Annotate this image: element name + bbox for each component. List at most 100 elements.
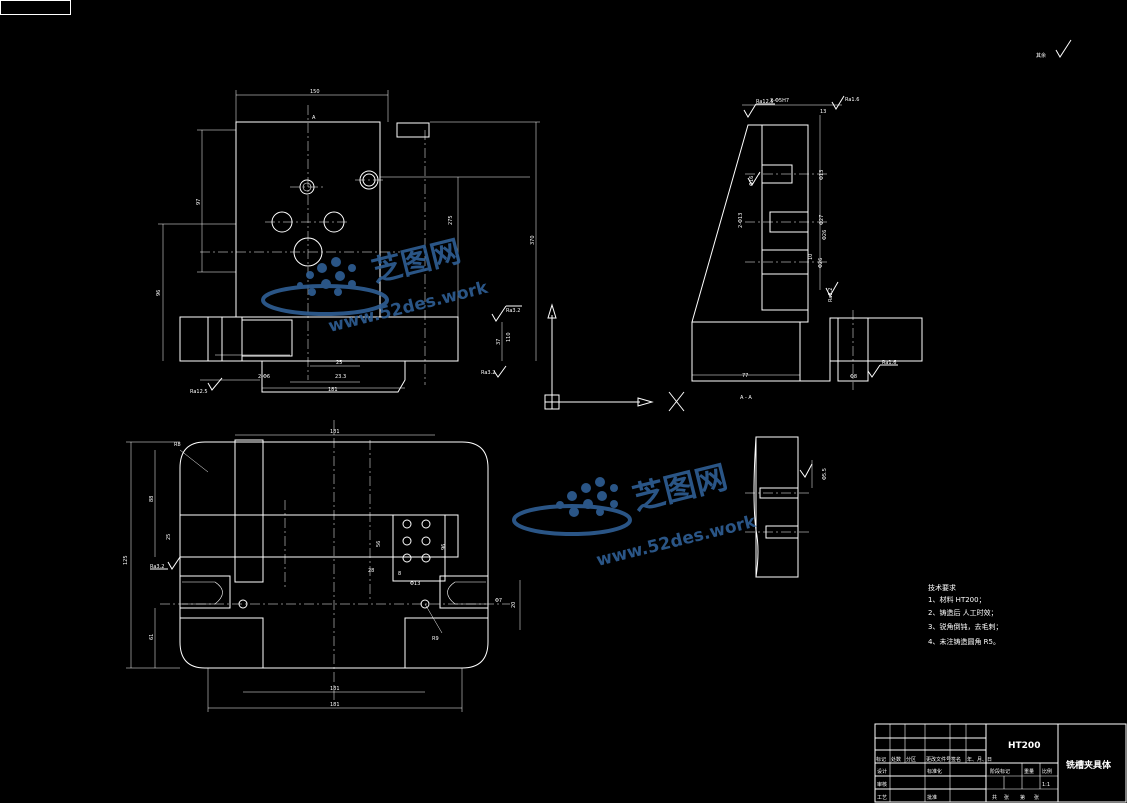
sheet-frame bbox=[0, 0, 71, 15]
note-item: 1、材料 HT200； bbox=[928, 595, 986, 604]
approve-label: 批准 bbox=[927, 794, 937, 801]
title-block: HT200 铣槽夹具体 1:1 标记 处数 分区 更改文件号 签名 年、月、日 … bbox=[874, 723, 1127, 803]
svg-text:Ra1.6: Ra1.6 bbox=[845, 97, 859, 103]
dim-text: Φ26 bbox=[822, 230, 828, 240]
row-label: 签名 bbox=[951, 756, 961, 763]
svg-text:Ra3.2: Ra3.2 bbox=[506, 308, 520, 314]
dim-text: 25 bbox=[166, 534, 172, 540]
dim-text: 275 bbox=[448, 215, 454, 225]
dim-text: 20 bbox=[511, 602, 517, 608]
sheet-info: 第 bbox=[1020, 794, 1025, 801]
roughness-mark bbox=[799, 463, 813, 478]
watermark-top: 芝图网 www.52des.work bbox=[261, 234, 491, 337]
roughness-mark: Ra12.5 bbox=[190, 377, 223, 395]
svg-text:Ra1.6: Ra1.6 bbox=[882, 360, 896, 366]
dim-text: 23.3 bbox=[335, 374, 346, 380]
dim-text: Φ13 bbox=[819, 170, 825, 180]
svg-text:Ra3.2: Ra3.2 bbox=[828, 288, 834, 302]
roughness-mark: Ra3.2 bbox=[491, 305, 522, 322]
section-label: A bbox=[312, 115, 316, 121]
dim-text: Φ26 bbox=[818, 258, 824, 268]
dim-text: R8 bbox=[174, 442, 181, 448]
side-section-view: 2-Φ5H7 13 Φ13 Φ16 Φ27 2-Φ13 10 Φ26 Φ26 7… bbox=[691, 95, 923, 401]
dim-text: Φ27 bbox=[819, 215, 825, 225]
notes-title: 技术要求 bbox=[928, 583, 956, 592]
watermark-url: www.52des.work bbox=[594, 512, 758, 571]
dim-text: 8 bbox=[398, 571, 401, 577]
dim-text: Φ7 bbox=[495, 598, 502, 604]
dim-text: 88 bbox=[149, 496, 155, 502]
part-name-cell: 铣槽夹具体 bbox=[1066, 759, 1112, 771]
front-view: 150 97 275 96 370 37 110 2-Φ6 25 23.3 18… bbox=[156, 89, 540, 395]
material-cell: HT200 bbox=[1008, 741, 1040, 751]
svg-text:Ra12.5: Ra12.5 bbox=[190, 389, 208, 395]
dim-text: Φ16 bbox=[749, 176, 755, 186]
side-label: 工艺 bbox=[877, 795, 887, 801]
side-label: 设计 bbox=[877, 768, 887, 775]
dim-text: 181 bbox=[330, 429, 340, 435]
row-label: 更改文件号 bbox=[926, 756, 951, 763]
sheet-info: 共 bbox=[992, 794, 997, 801]
roughness-mark: Ra1.6 bbox=[867, 360, 898, 378]
dim-text: 110 bbox=[506, 332, 512, 342]
section-caption: A - A bbox=[740, 395, 752, 401]
dim-text: Φ13 bbox=[410, 581, 420, 587]
note-item: 2、铸造后 人工时效； bbox=[928, 608, 998, 617]
dim-text: 125 bbox=[123, 555, 129, 565]
detail-view: Φ5.5 bbox=[745, 436, 828, 578]
svg-text:Ra3.2: Ra3.2 bbox=[481, 370, 495, 376]
dim-text: 10 bbox=[808, 254, 814, 260]
dim-text: 28 bbox=[368, 568, 374, 574]
dim-text: 97 bbox=[196, 199, 202, 205]
row-label: 处数 bbox=[891, 756, 901, 763]
dim-text: 61 bbox=[149, 634, 155, 640]
sheet-info: 张 bbox=[1004, 794, 1009, 801]
svg-text:Ra3.2: Ra3.2 bbox=[150, 564, 164, 570]
watermark-brand: 芝图网 bbox=[368, 234, 464, 290]
sheet-info: 张 bbox=[1034, 794, 1039, 801]
roughness-mark: Ra12.5 bbox=[743, 99, 775, 118]
watermark-swoosh-icon bbox=[512, 504, 632, 536]
scale-cell: 1:1 bbox=[1042, 782, 1050, 788]
dim-text: 150 bbox=[310, 89, 320, 95]
dim-text: 13 bbox=[820, 109, 826, 115]
stage-header: 重量 bbox=[1024, 768, 1034, 775]
dim-text: 181 bbox=[328, 387, 338, 393]
roughness-mark: Ra3.2 bbox=[481, 365, 507, 378]
row-label: 分区 bbox=[906, 756, 916, 763]
watermark-bottom: 芝图网 www.52des.work bbox=[512, 458, 759, 571]
dim-text: Φ5.5 bbox=[822, 468, 828, 480]
standardize-label: 标准化 bbox=[927, 768, 942, 775]
dim-text: Φ8 bbox=[850, 374, 857, 380]
dim-text: 2-Φ13 bbox=[738, 213, 744, 228]
dim-text: 2-Φ6 bbox=[258, 374, 270, 380]
note-item: 4、未注铸造圆角 R5。 bbox=[928, 637, 1000, 646]
dim-text: 96 bbox=[441, 544, 447, 550]
dim-text: 181 bbox=[330, 702, 340, 708]
roughness-label: 其余 bbox=[1036, 52, 1046, 59]
stage-header: 阶段标记 bbox=[990, 768, 1010, 775]
dim-text: 56 bbox=[376, 541, 382, 547]
side-label: 审核 bbox=[877, 781, 887, 788]
row-label: 年、月、日 bbox=[967, 756, 992, 763]
dim-text: 77 bbox=[742, 373, 748, 379]
note-item: 3、锐角倒钝，去毛刺； bbox=[928, 622, 1002, 631]
roughness-mark: Ra1.6 bbox=[831, 95, 859, 110]
dim-text: 2-Φ5H7 bbox=[770, 98, 789, 104]
dim-text: 181 bbox=[330, 686, 340, 692]
dim-text: 37 bbox=[496, 339, 502, 345]
view-direction-arrows bbox=[544, 303, 685, 412]
plan-view: 181 125 R8 88 25 96 56 Φ13 61 20 8 Φ7 28… bbox=[123, 420, 521, 712]
global-roughness-mark: 其余 bbox=[1036, 39, 1072, 59]
dim-text: 370 bbox=[530, 235, 536, 245]
roughness-mark: Ra3.2 bbox=[825, 281, 839, 302]
watermark-brand: 芝图网 bbox=[629, 458, 731, 518]
technical-notes: 技术要求 1、材料 HT200； 2、铸造后 人工时效； 3、锐角倒钝，去毛刺；… bbox=[928, 583, 1002, 646]
roughness-mark bbox=[747, 171, 761, 186]
roughness-mark: Ra3.2 bbox=[150, 556, 181, 570]
row-label: 标记 bbox=[876, 756, 886, 763]
stage-header: 比例 bbox=[1042, 768, 1052, 775]
dim-text: R9 bbox=[432, 636, 439, 642]
dim-text: 25 bbox=[336, 360, 342, 366]
